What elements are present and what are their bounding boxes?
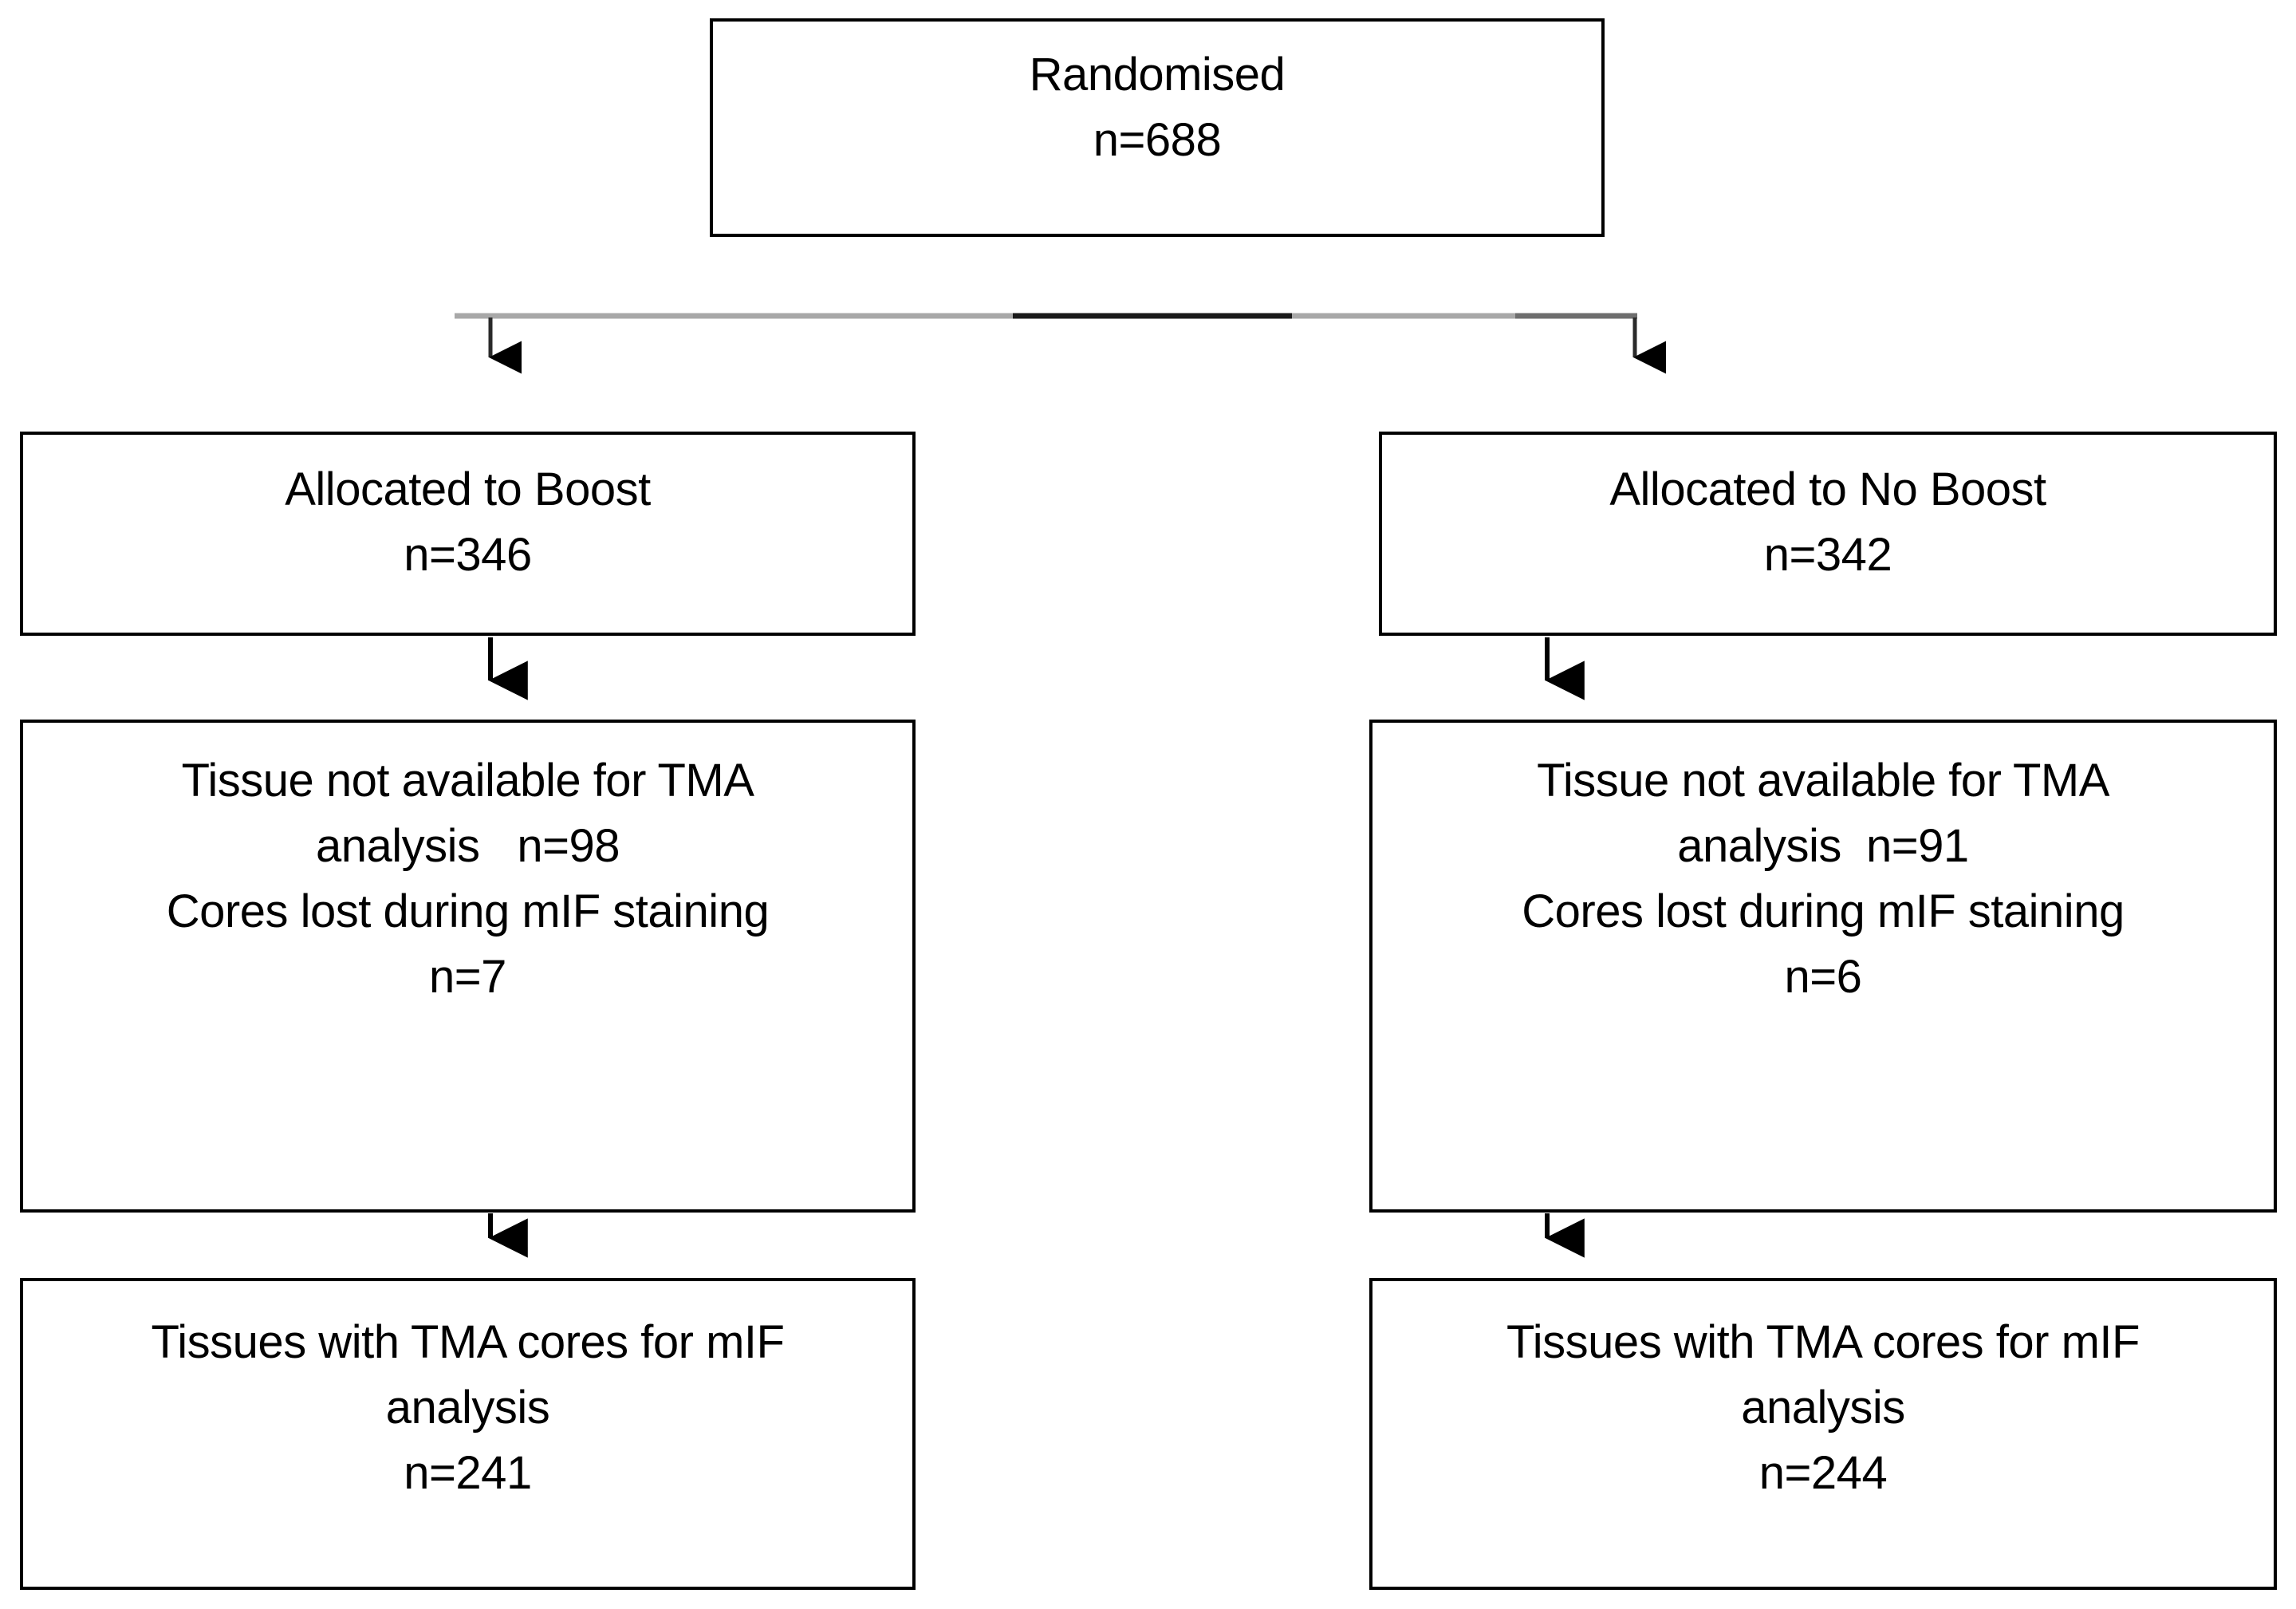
node-final-no-boost-line-3: n=244: [1758, 1447, 1888, 1499]
node-excluded-boost-line-2: analysis n=98: [315, 820, 620, 872]
node-randomised-count: n=688: [1093, 114, 1222, 166]
node-allocated-to-boost-count: n=346: [404, 529, 532, 581]
node-excluded-no-boost-line-2: analysis n=91: [1677, 820, 1969, 872]
node-excluded-no-boost: Tissue not available for TMA analysis n=…: [1369, 720, 2277, 1213]
node-excluded-no-boost-line-4: n=6: [1784, 951, 1862, 1003]
node-final-boost-line-1: Tissues with TMA cores for mIF: [151, 1316, 785, 1368]
node-randomised: Randomised n=688: [710, 18, 1605, 237]
node-excluded-boost-line-4: n=7: [429, 951, 506, 1003]
node-allocated-to-no-boost-count: n=342: [1763, 529, 1892, 581]
node-allocated-to-no-boost: Allocated to No Boost n=342: [1379, 432, 2277, 636]
node-allocated-to-no-boost-label: Allocated to No Boost: [1609, 463, 2046, 515]
node-excluded-no-boost-line-3: Cores lost during mIF staining: [1522, 885, 2125, 937]
node-randomised-label: Randomised: [1029, 49, 1286, 101]
node-allocated-to-boost-label: Allocated to Boost: [285, 463, 651, 515]
node-final-no-boost-line-1: Tissues with TMA cores for mIF: [1506, 1316, 2140, 1368]
node-excluded-no-boost-line-1: Tissue not available for TMA: [1537, 755, 2109, 806]
node-excluded-boost: Tissue not available for TMA analysis n=…: [20, 720, 916, 1213]
node-final-no-boost: Tissues with TMA cores for mIF analysis …: [1369, 1278, 2277, 1590]
node-excluded-boost-line-1: Tissue not available for TMA: [181, 755, 754, 806]
node-final-boost-line-3: n=241: [404, 1447, 532, 1499]
node-allocated-to-boost: Allocated to Boost n=346: [20, 432, 916, 636]
node-excluded-boost-line-3: Cores lost during mIF staining: [166, 885, 770, 937]
node-final-boost: Tissues with TMA cores for mIF analysis …: [20, 1278, 916, 1590]
node-final-boost-line-2: analysis: [385, 1382, 550, 1434]
node-final-no-boost-line-2: analysis: [1741, 1382, 1905, 1434]
